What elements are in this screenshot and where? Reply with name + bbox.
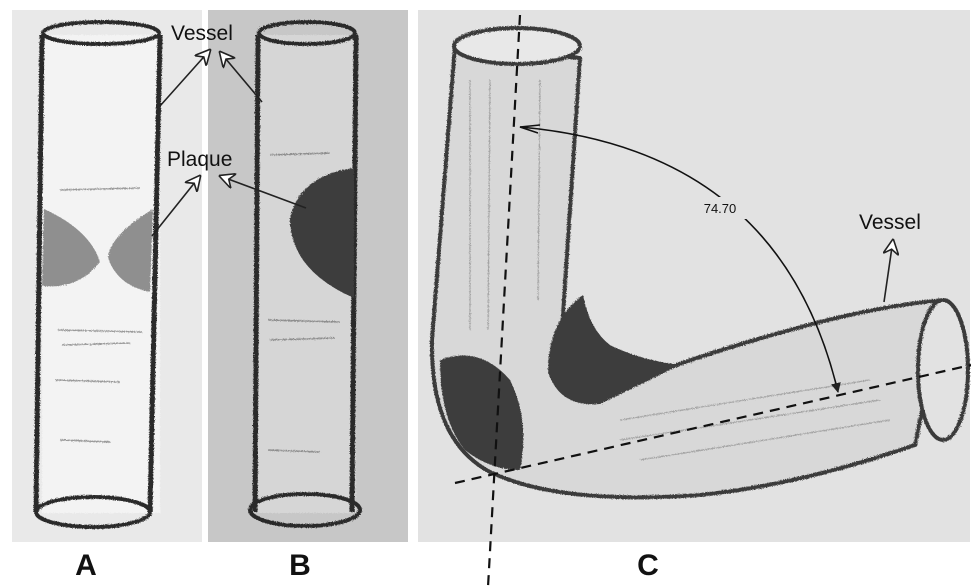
- panel-a: A: [12, 10, 202, 582]
- vessel-label-ab: Vessel: [171, 22, 233, 45]
- plaque-label-ab: Plaque: [167, 148, 232, 171]
- panel-b-vessel-sketch: [250, 22, 360, 526]
- panel-c-label: C: [637, 549, 659, 582]
- angle-value: 74.70: [704, 201, 737, 216]
- panel-b-label: B: [289, 549, 311, 582]
- vessel-label-c: Vessel: [859, 211, 921, 234]
- panel-b: B: [208, 10, 408, 582]
- panel-a-vessel-sketch: [36, 22, 160, 527]
- panel-a-label: A: [75, 549, 97, 582]
- panel-c: 74.70 Vessel C: [418, 10, 971, 587]
